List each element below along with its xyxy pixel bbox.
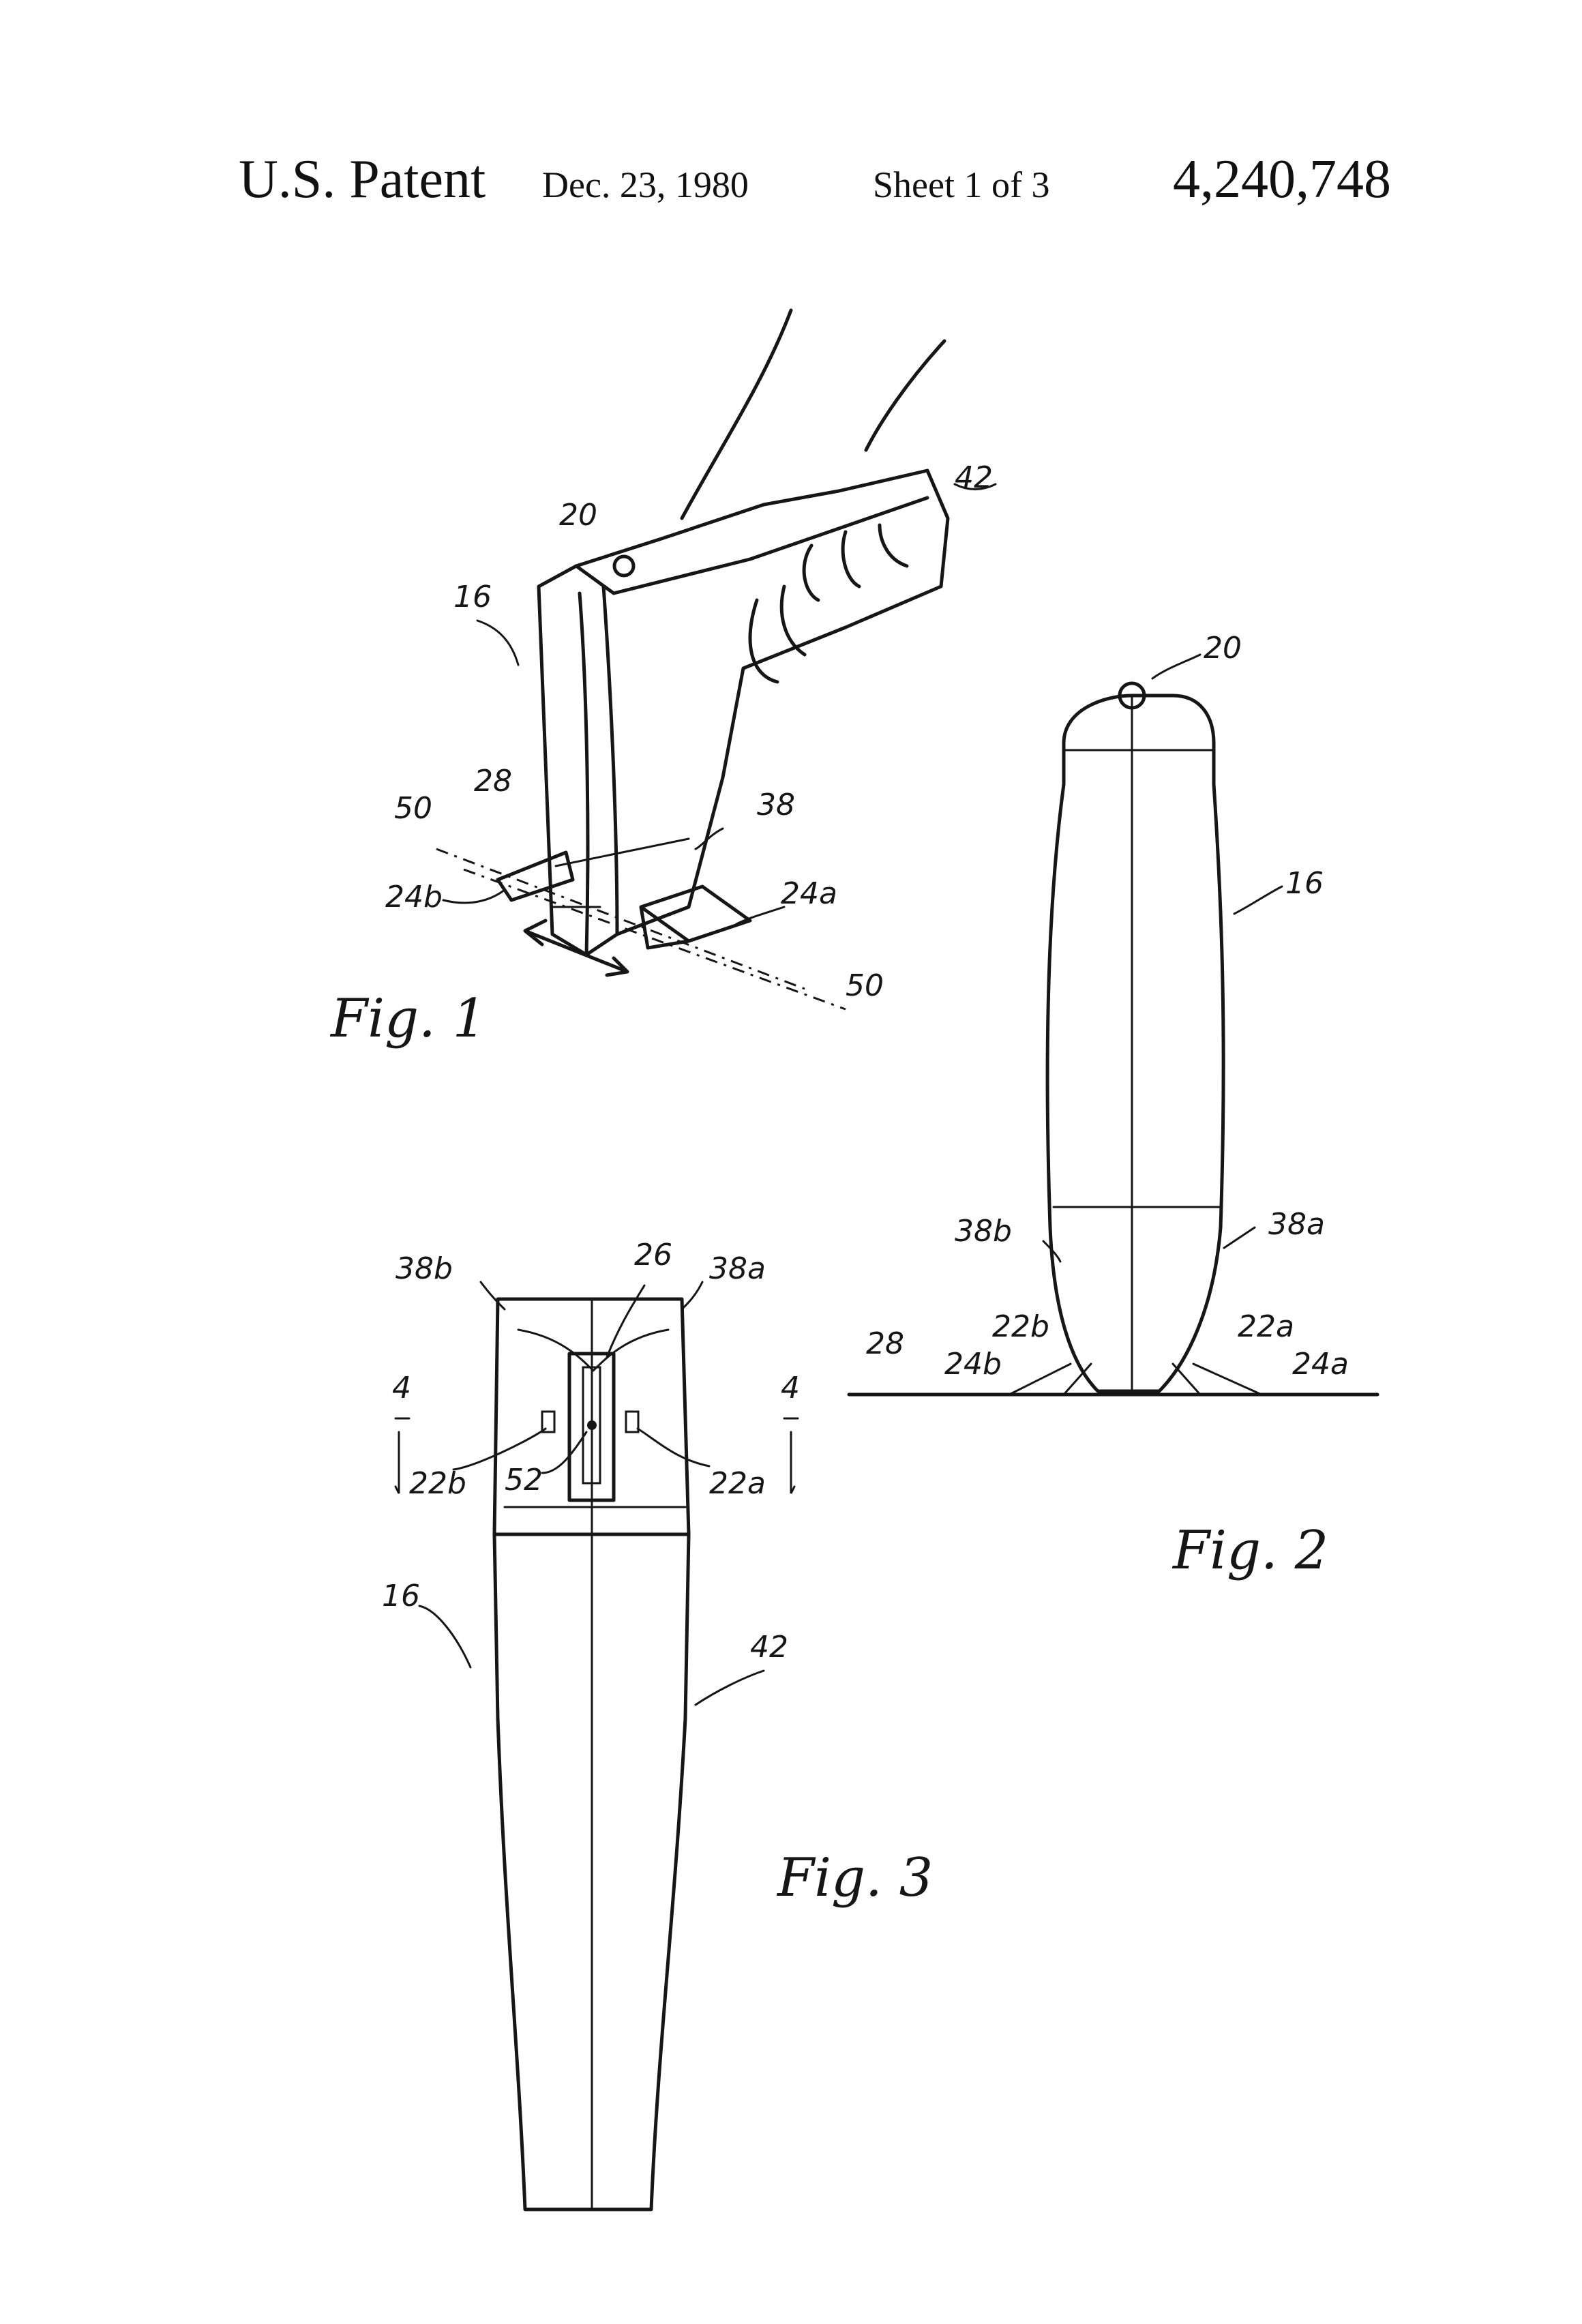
figure-1: 20 42 16 28 50 38 24b 24a 50 Fig. 1 — [329, 308, 997, 1049]
fig2-trigger-button — [1118, 681, 1146, 710]
fig3-label-38a: 38a — [709, 1251, 766, 1286]
fig1-base-line — [551, 837, 690, 908]
fig1-device-top-edge — [574, 496, 929, 595]
fig2-label-24b: 24b — [944, 1347, 1002, 1382]
fig2-label-22b: 22b — [992, 1309, 1049, 1344]
fig2-label-38b: 38b — [955, 1214, 1012, 1249]
fig3-sensor-22a — [625, 1410, 640, 1433]
fig3-label-4-left: 4 — [392, 1371, 411, 1405]
fig1-label-16: 16 — [453, 580, 492, 614]
fig1-label-24a: 24a — [781, 876, 837, 911]
fig2-label-28: 28 — [866, 1326, 904, 1361]
fig3-section-4-left — [394, 1417, 411, 1494]
fig3-label-52: 52 — [505, 1463, 543, 1498]
fig1-label-38: 38 — [757, 788, 795, 822]
fig1-label-28: 28 — [474, 764, 512, 799]
fig1-tape-line-upper — [436, 848, 805, 990]
fig1-leader-38 — [694, 827, 724, 850]
fig1-trigger-button — [612, 554, 636, 578]
patent-date: Dec. 23, 1980 — [542, 164, 749, 205]
fig1-label-20: 20 — [559, 498, 597, 533]
fig3-section-4-right — [783, 1417, 799, 1494]
fig2-caption: Fig. 2 — [1171, 1520, 1328, 1581]
fig2-label-24a: 24a — [1292, 1347, 1349, 1382]
fig3-label-22a: 22a — [709, 1466, 766, 1501]
fig3-leaders — [418, 1281, 765, 1706]
fig2-leaders — [1042, 653, 1283, 1263]
fig2-label-22a: 22a — [1238, 1309, 1294, 1344]
fig3-label-38b: 38b — [395, 1251, 453, 1286]
fig3-label-4-right: 4 — [781, 1371, 800, 1405]
fig3-sensor-22b — [541, 1410, 556, 1433]
fig2-label-20: 20 — [1204, 631, 1242, 666]
fig1-pad-24a — [639, 884, 752, 950]
fig1-device-body — [537, 468, 950, 957]
fig2-pad-lines — [1008, 1362, 1263, 1396]
fig3-handle-outline — [492, 1532, 691, 2211]
fig3-label-42: 42 — [750, 1630, 788, 1665]
fig2-label-16: 16 — [1285, 866, 1324, 901]
fig1-leader-24b — [442, 889, 506, 904]
fig1-caption: Fig. 1 — [329, 988, 486, 1049]
patent-kind: U.S. Patent — [239, 149, 486, 209]
fig3-caption: Fig. 3 — [776, 1847, 933, 1909]
sheet-number: Sheet 1 of 3 — [873, 164, 1050, 205]
patent-number: 4,240,748 — [1173, 149, 1391, 209]
fig2-label-38a: 38a — [1268, 1207, 1325, 1242]
fig3-label-26: 26 — [634, 1238, 672, 1272]
figure-3: 26 38b 38a 4 4 22b 52 22a 16 42 Fig. 3 — [382, 1238, 933, 2211]
fig3-label-16: 16 — [382, 1579, 420, 1613]
fig1-label-50-right: 50 — [846, 968, 884, 1003]
fig1-leader-24a — [735, 906, 786, 925]
fig1-label-42: 42 — [955, 460, 993, 495]
fig1-leader-42 — [953, 483, 997, 490]
fig1-pad-24b — [496, 850, 575, 902]
figure-2: 20 16 38b 38a 28 22b 22a 24b 24a Fig. 2 — [847, 631, 1379, 1581]
fig1-leader-16 — [476, 619, 520, 666]
fig1-tape-line-lower — [463, 868, 846, 1011]
fig1-label-50-left: 50 — [394, 791, 432, 826]
fig1-fingers — [748, 523, 909, 684]
fig3-head-inner — [503, 1328, 687, 1508]
fig1-device-seam — [578, 584, 619, 957]
fig2-device-outline — [1045, 694, 1225, 1393]
fig3-label-22b: 22b — [409, 1466, 466, 1501]
fig1-label-24b: 24b — [385, 880, 443, 914]
fig1-motion-arrow — [523, 919, 629, 977]
fig1-hand-outline — [680, 308, 946, 520]
